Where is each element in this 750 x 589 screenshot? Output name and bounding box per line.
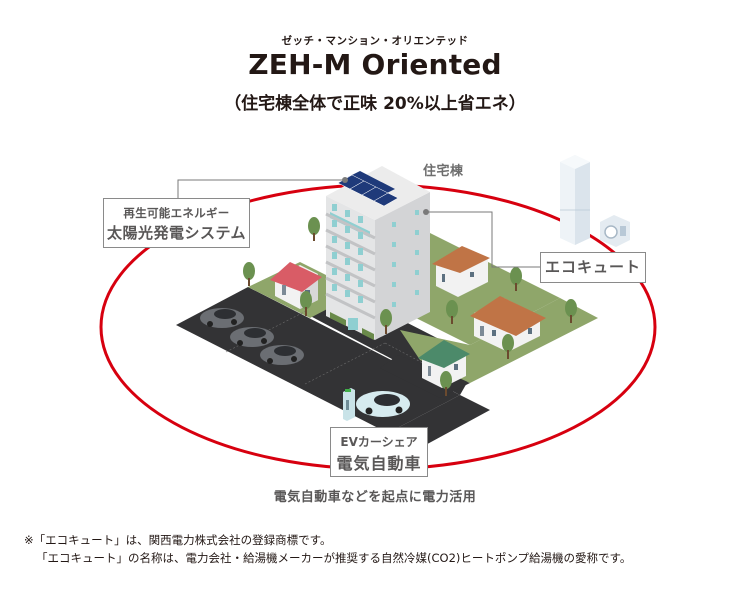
ecocute-pointer-dot — [423, 209, 429, 215]
ev-label-line2: 電気自動車 — [336, 454, 422, 473]
footnotes: ※「エコキュート」は、関西電力株式会社の登録商標です。 「エコキュート」の名称は… — [24, 531, 631, 567]
page-subtitle: （住宅棟全体で正味 20%以上省エネ） — [224, 94, 526, 114]
ev-carshare-label-box: EVカーシェア 電気自動車 — [330, 427, 428, 477]
solar-label-line2: 太陽光発電システム — [106, 224, 247, 242]
ev-car-icon — [356, 391, 410, 417]
solar-power-label-box: 再生可能エネルギー 太陽光発電システム — [103, 198, 250, 248]
ev-charger-icon — [343, 388, 355, 421]
tree-icon — [243, 217, 577, 396]
solar-label-line1: 再生可能エネルギー — [123, 206, 230, 220]
apartment-label: 住宅棟 — [423, 164, 464, 179]
house-icon — [418, 340, 470, 388]
car-icon — [200, 308, 304, 365]
house-icon — [432, 246, 490, 297]
leader-lines — [177, 179, 540, 268]
page-title: ZEH-M Oriented — [248, 48, 502, 81]
title-reading: ゼッチ・マンション・オリエンテッド — [281, 35, 469, 47]
footnote-definition: 「エコキュート」の名称は、電力会社・給湯機メーカーが推奨する自然冷媒(CO2)ヒ… — [36, 551, 632, 565]
solar-pointer-dot — [342, 177, 348, 183]
diagram-caption: 電気自動車などを起点に電力活用 — [273, 490, 477, 505]
ev-label-line1: EVカーシェア — [340, 435, 418, 449]
house-icon — [470, 296, 546, 352]
ecocute-label-box: エコキュート — [540, 252, 646, 283]
solar-panel-icon — [337, 171, 399, 207]
footnote-trademark: ※「エコキュート」は、関西電力株式会社の登録商標です。 — [24, 533, 332, 547]
ecocute-heat-pump-icon — [560, 155, 630, 247]
